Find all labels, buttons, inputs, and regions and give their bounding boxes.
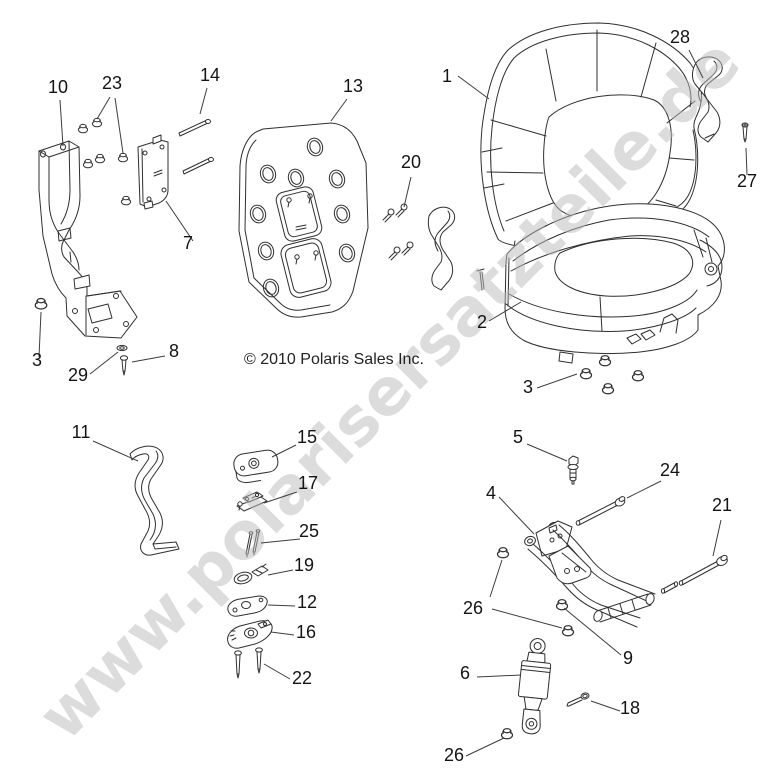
part-latch-mechanism	[236, 491, 268, 512]
part-seat-back	[480, 22, 703, 252]
part-washer	[116, 344, 128, 352]
copyright-notice: © 2010 Polaris Sales Inc.	[244, 351, 424, 368]
callout-19: 19	[294, 555, 314, 575]
part-flat-plate	[227, 595, 268, 617]
part-bolt-short	[575, 496, 626, 526]
part-mounting-plate	[238, 122, 369, 318]
part-screws-pair	[234, 647, 263, 679]
callout-14: 14	[200, 65, 220, 85]
part-clip-hook	[233, 563, 269, 585]
callout-20: 20	[401, 152, 421, 172]
part-hinge-bracket-plate	[137, 134, 169, 210]
part-small-screws-group	[382, 203, 414, 261]
part-lock-nut-9	[555, 599, 569, 611]
callout-25: 25	[299, 521, 319, 541]
callout-26-lower: 26	[444, 745, 464, 765]
part-screw-small	[119, 355, 129, 376]
leader-lines	[38, 49, 748, 757]
callout-29: 29	[68, 365, 88, 385]
callout-5: 5	[513, 427, 523, 447]
callout-10: 10	[48, 77, 68, 97]
callout-6: 6	[460, 663, 470, 683]
part-shock-absorber	[517, 638, 552, 735]
part-seat-nuts-group	[579, 355, 645, 395]
watermark-text: www.polarisersatzteile.de	[25, 25, 755, 755]
callout-16: 16	[296, 622, 316, 642]
callout-2: 2	[477, 312, 487, 332]
part-right-strap	[692, 56, 723, 143]
callout-3-right: 3	[523, 377, 533, 397]
callout-24: 24	[660, 460, 680, 480]
callout-22: 22	[292, 668, 312, 688]
part-seat-bottom	[504, 203, 725, 364]
callout-11: 11	[72, 422, 91, 442]
callout-7: 7	[183, 233, 193, 253]
part-lock-nut-b	[561, 625, 575, 637]
callout-13: 13	[343, 76, 363, 96]
part-shoulder-bolt	[567, 455, 579, 485]
callout-17: 17	[298, 473, 318, 493]
part-screw-tiny	[741, 122, 749, 143]
part-nut-left	[34, 297, 48, 310]
callout-9: 9	[623, 648, 633, 668]
callout-18: 18	[620, 698, 640, 718]
callout-12: 12	[297, 592, 317, 612]
callout-23: 23	[102, 73, 122, 93]
part-bolt-long	[660, 554, 728, 594]
part-lock-nut-a	[496, 547, 510, 559]
part-latch-strap	[129, 445, 180, 556]
part-lock-nut-c	[500, 728, 514, 740]
callout-3-left: 3	[32, 350, 42, 370]
part-flange-nuts-group	[77, 117, 132, 206]
part-pins	[245, 529, 261, 558]
part-pivot-frame	[524, 520, 656, 628]
part-seat-mount-bracket	[38, 140, 138, 339]
part-long-screws	[178, 119, 214, 175]
callout-21: 21	[712, 495, 732, 515]
callout-8: 8	[169, 341, 179, 361]
part-spacer-block	[233, 449, 279, 484]
part-hex-bolt	[566, 692, 590, 707]
callout-labels: 1 2 3 3 4 5 6 7 8 9 10 11 12 13 14 15 16…	[32, 27, 757, 765]
callout-26-upper: 26	[463, 598, 483, 618]
callout-15: 15	[297, 427, 317, 447]
part-cam-latch	[227, 619, 273, 649]
callout-28: 28	[670, 27, 690, 47]
part-small-pin	[476, 268, 485, 291]
callout-1: 1	[442, 66, 452, 86]
callout-4: 4	[486, 483, 496, 503]
part-left-strap	[427, 206, 456, 291]
callout-27: 27	[737, 171, 757, 191]
